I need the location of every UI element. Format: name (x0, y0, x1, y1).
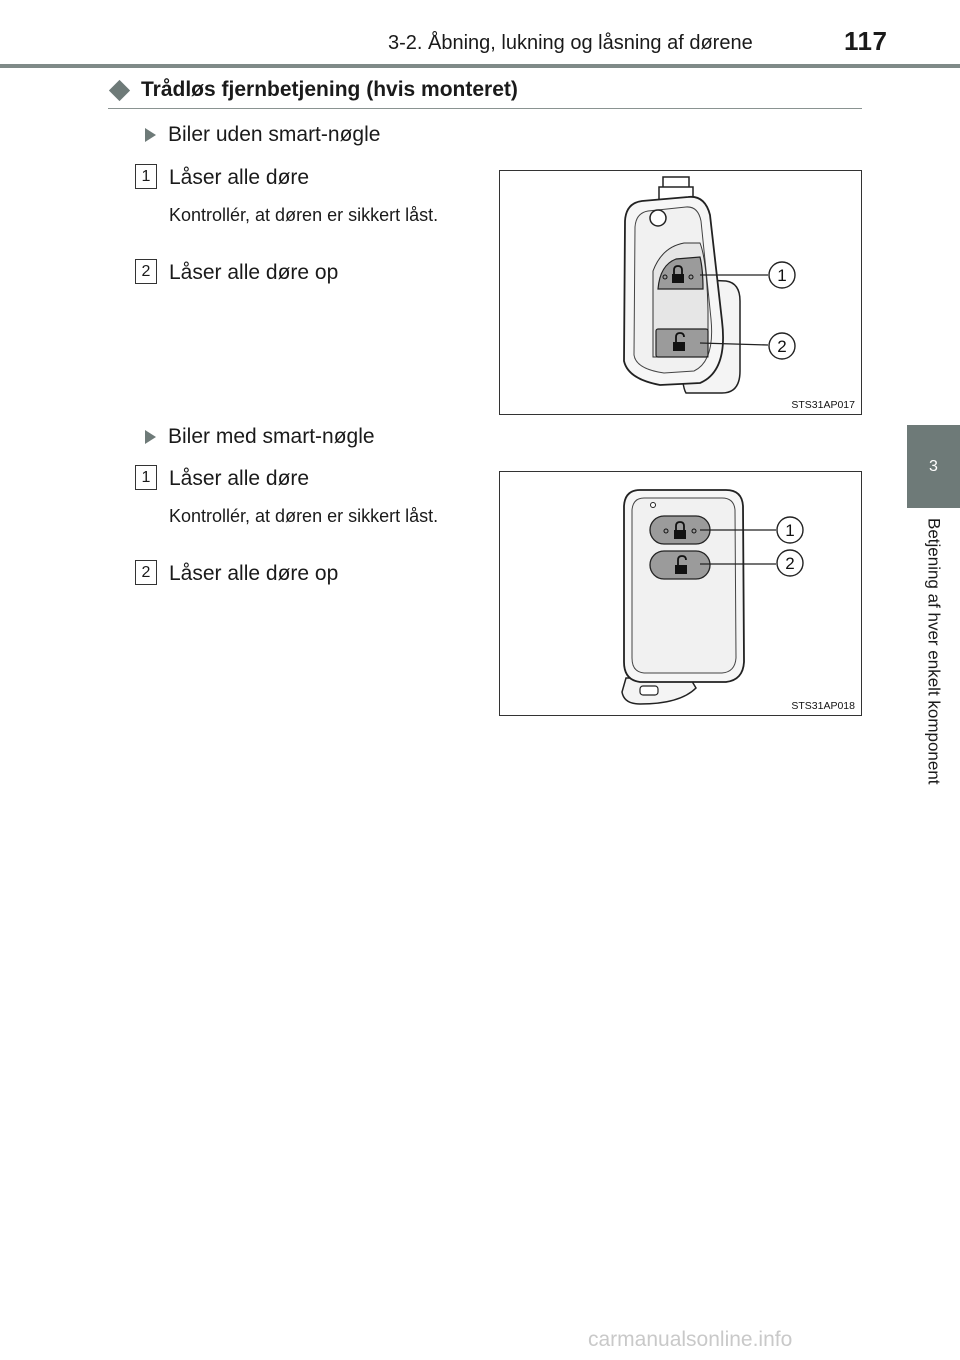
item-number-badge: 1 (135, 164, 157, 189)
item-note: Kontrollér, at døren er sikkert låst. (169, 205, 439, 225)
subheading-text: Biler med smart-nøgle (168, 425, 375, 448)
callout-2: 2 (777, 337, 786, 356)
item-number-badge: 1 (135, 465, 157, 490)
callout-1: 1 (785, 521, 794, 540)
key-fob-illustration: 1 2 (623, 176, 796, 394)
unlock-icon (675, 555, 687, 574)
lock-icon (663, 521, 697, 539)
chapter-tab[interactable]: 3 (907, 425, 960, 508)
callout-1: 1 (777, 266, 786, 285)
item-number-badge: 2 (135, 560, 157, 585)
section-heading-text: Trådløs fjernbetjening (hvis monteret) (141, 78, 518, 101)
figure-code: STS31AP017 (791, 399, 855, 411)
figure-key-fob: 1 2 STS31AP017 (499, 170, 862, 415)
chapter-title: Betjening af hver enkelt komponent (924, 518, 944, 785)
chapter-title-vertical: Betjening af hver enkelt komponent (907, 518, 960, 848)
smart-key-illustration: 1 2 (621, 489, 804, 705)
item-text-lock-all: Låser alle døre (169, 467, 310, 490)
figure-smart-key: 1 2 STS31AP018 (499, 471, 862, 716)
running-header-title: 3-2. Åbning, lukning og låsning af døren… (388, 32, 753, 54)
subheading-with-smart-key: Biler med smart-nøgle (145, 425, 375, 449)
item-note: Kontrollér, at døren er sikkert låst. (169, 506, 439, 526)
item-text-lock-all: Låser alle døre (169, 166, 310, 189)
header-rule (0, 64, 960, 68)
diamond-bullet-icon (108, 79, 131, 101)
figure-code: STS31AP018 (791, 700, 855, 712)
subheading-without-smart-key: Biler uden smart-nøgle (145, 123, 380, 147)
callout-2: 2 (785, 554, 794, 573)
triangle-bullet-icon (145, 430, 156, 444)
page-number: 117 (844, 26, 888, 56)
lock-icon (662, 265, 694, 283)
chapter-number: 3 (929, 457, 938, 475)
subheading-text: Biler uden smart-nøgle (168, 123, 381, 146)
item-text-unlock-all: Låser alle døre op (169, 261, 339, 284)
item-number-badge: 2 (135, 259, 157, 284)
section-rule (108, 108, 862, 109)
section-heading: Trådløs fjernbetjening (hvis monteret) (108, 78, 518, 102)
watermark: carmanualsonline.info (588, 1328, 793, 1351)
triangle-bullet-icon (145, 128, 156, 142)
unlock-icon (673, 332, 685, 351)
item-text-unlock-all: Låser alle døre op (169, 562, 339, 585)
